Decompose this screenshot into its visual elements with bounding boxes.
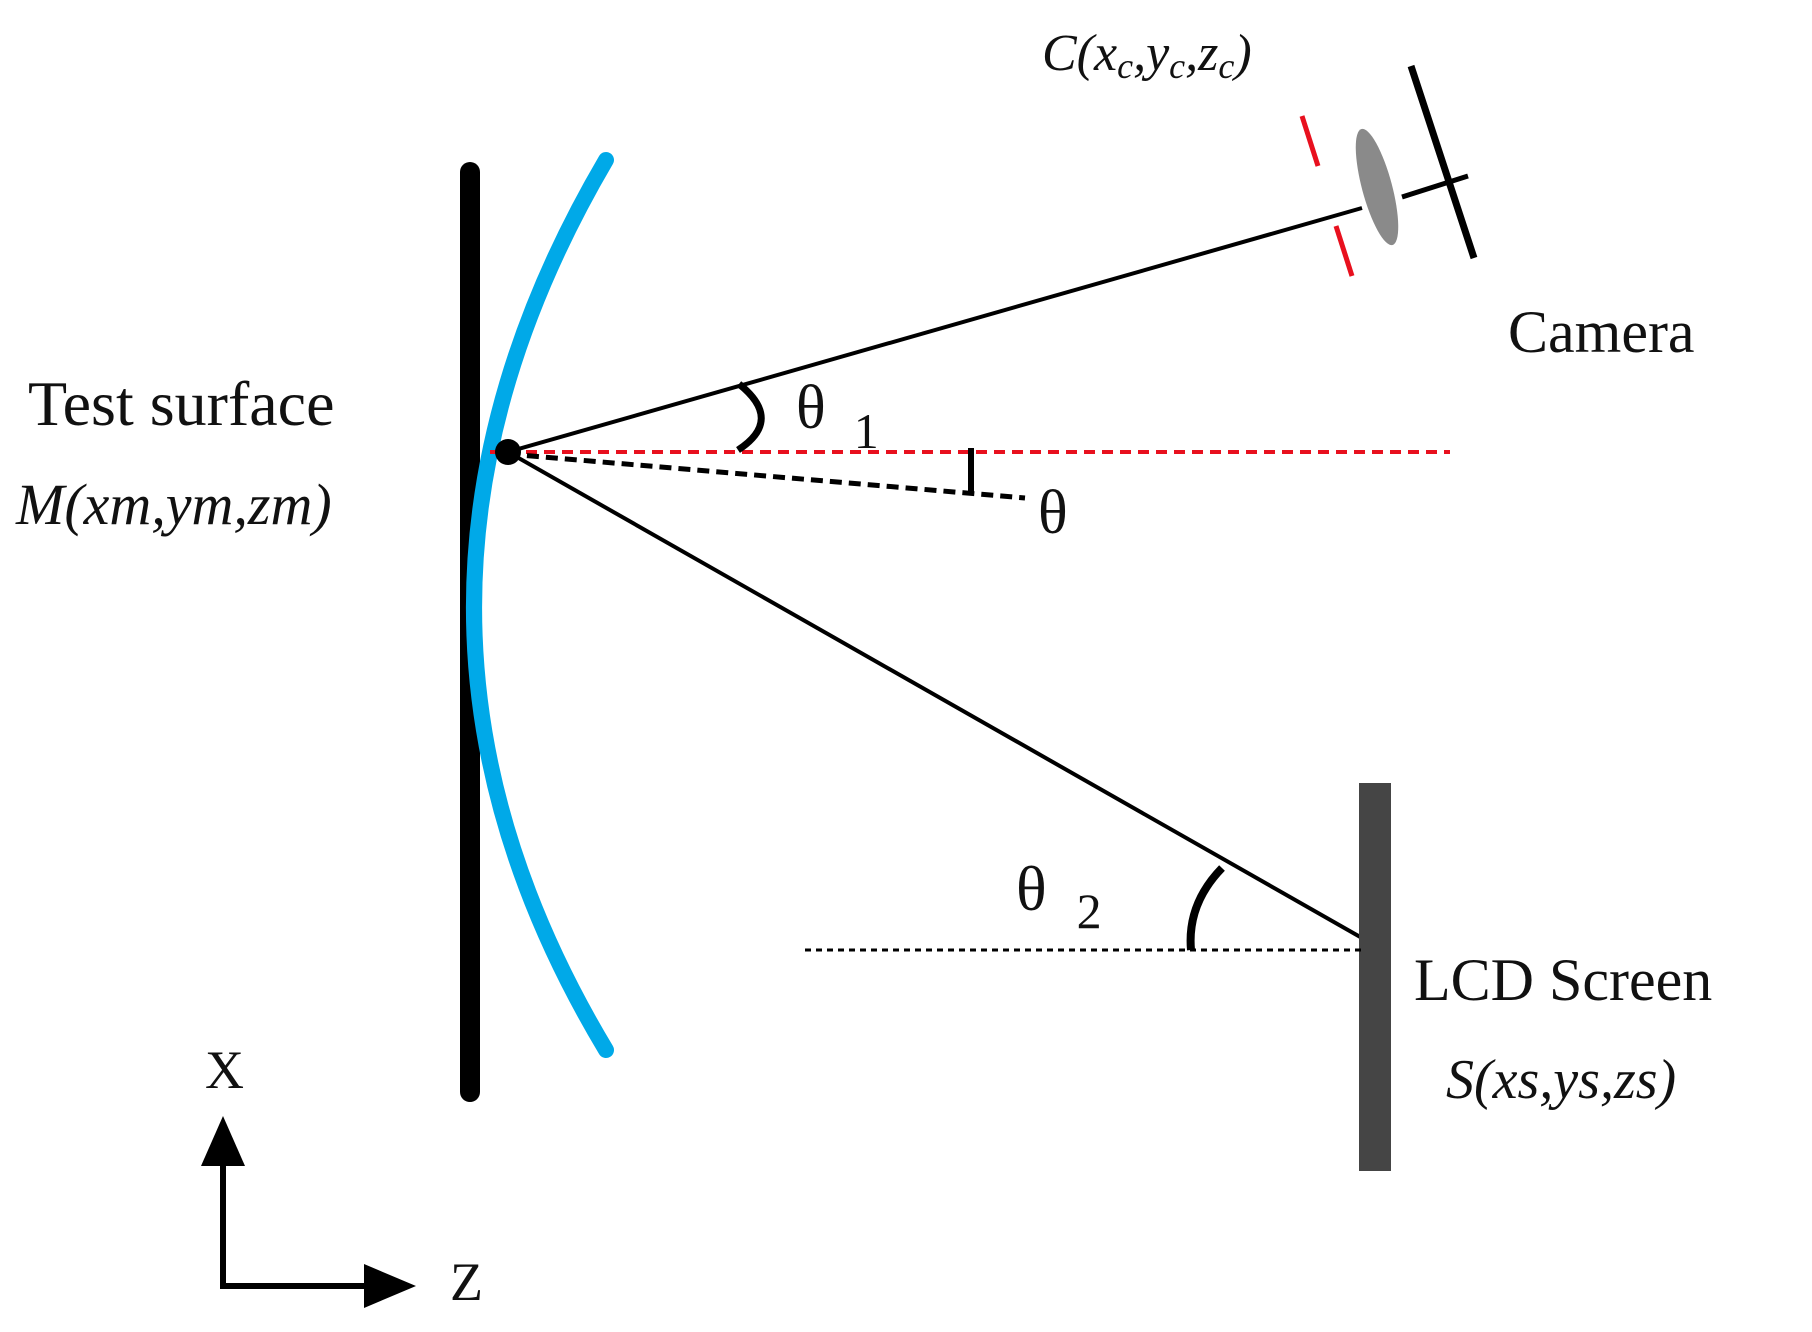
camera-coordinate-label: C(xc,yc,zc) — [1042, 25, 1252, 86]
z-axis-label: Z — [450, 1252, 483, 1312]
lcd-screen — [1359, 783, 1391, 1171]
theta1-arc — [736, 381, 765, 453]
screen-ray — [507, 450, 1363, 940]
x-axis-arrowhead — [201, 1116, 245, 1166]
camera-ray — [507, 206, 1363, 454]
camera-label: Camera — [1508, 299, 1695, 365]
theta-reference-line — [507, 451, 1026, 501]
z-axis-arrowhead — [364, 1264, 416, 1308]
test-surface-label: Test surface — [28, 368, 334, 439]
lcd-screen-label: LCD Screen — [1414, 947, 1712, 1013]
theta-label: θ — [1038, 479, 1068, 547]
test-surface-coordinate-label: M(xm,ym,zm) — [15, 472, 332, 537]
point-m — [495, 439, 521, 465]
camera-sensor — [1407, 64, 1478, 260]
camera-red-dash-top — [1299, 115, 1321, 167]
camera-lens — [1355, 128, 1399, 246]
lcd-coordinate-label: S(xs,ys,zs) — [1446, 1049, 1676, 1111]
camera-axis — [1401, 173, 1469, 200]
theta2-arc — [1186, 865, 1225, 951]
x-axis-label: X — [205, 1040, 244, 1100]
test-surface-curve — [466, 152, 614, 1058]
camera-red-dash-bottom — [1333, 225, 1355, 277]
